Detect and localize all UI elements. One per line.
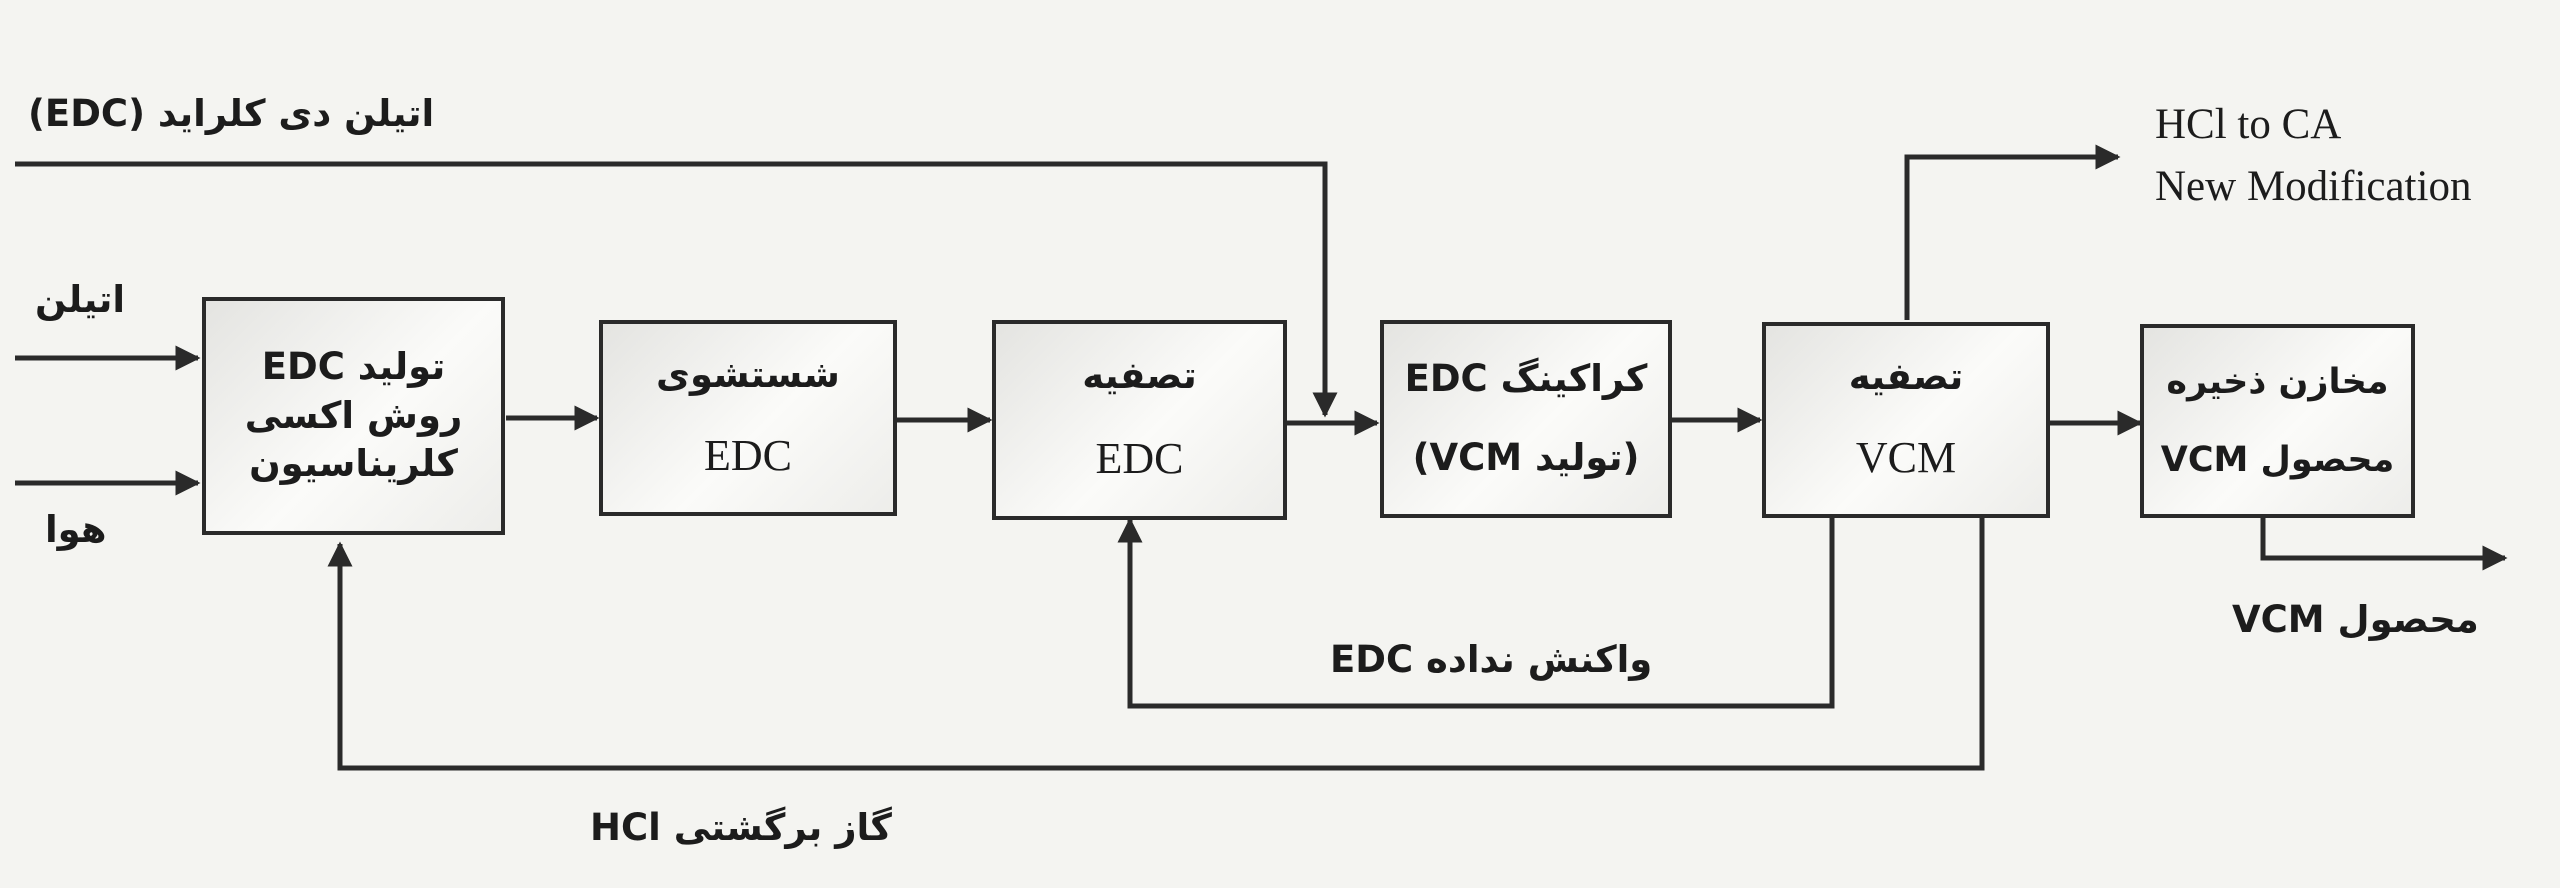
hcl-recycle-line — [327, 518, 1985, 771]
edc-washing-line2: EDC — [704, 430, 792, 480]
edc-production-line1: تولید EDC — [261, 344, 446, 388]
air-label: هوا — [45, 508, 107, 551]
edc-feed-line — [15, 161, 1338, 418]
vcm-purification-line2: VCM — [1855, 432, 1957, 482]
hcl-to-ca-line — [1904, 144, 2121, 320]
block-edc-purification: تصفیه EDC — [992, 320, 1287, 520]
edc-production-line2: روش اکسی — [244, 393, 463, 437]
vcm-product-line — [2260, 518, 2508, 571]
block-edc-cracking: کراکینگ EDC (تولید VCM) — [1380, 320, 1672, 518]
block-vcm-storage: مخازن ذخیره محصول VCM — [2140, 324, 2415, 518]
new-modification-label: New Modification — [2155, 163, 2472, 210]
vcm-storage-line2: محصول VCM — [2160, 439, 2395, 480]
block-edc-washing: شستشوی EDC — [599, 320, 897, 516]
unreacted-edc-label: EDC واکنش نداده — [1330, 638, 1653, 681]
vcm-storage-line1: مخازن ذخیره — [2166, 362, 2389, 403]
edc-washing-line1: شستشوی — [656, 353, 840, 397]
edc-cracking-line2: (تولید VCM) — [1412, 436, 1640, 480]
vcm-purification-line1: تصفیه — [1848, 355, 1964, 399]
block-vcm-purification: تصفیه VCM — [1762, 322, 2050, 518]
vcm-product-label: محصول VCM — [2232, 598, 2479, 641]
hcl-to-ca-label: HCl to CA — [2155, 101, 2342, 148]
edc-feed-label: اتیلن دی کلراید (EDC) — [28, 92, 435, 135]
edc-purification-line1: تصفیه — [1082, 354, 1197, 398]
ethylene-label: اتیلن — [35, 278, 126, 321]
unreacted-edc-recycle-line — [1117, 517, 1835, 709]
edc-purification-line2: EDC — [1095, 433, 1184, 483]
edc-production-line3: کلریناسیون — [249, 442, 458, 486]
block-edc-production: تولید EDC روش اکسی کلریناسیون — [202, 297, 505, 535]
hcl-recycle-label: گاز برگشتی HCl — [590, 806, 892, 849]
edc-cracking-line1: کراکینگ EDC — [1404, 356, 1648, 400]
